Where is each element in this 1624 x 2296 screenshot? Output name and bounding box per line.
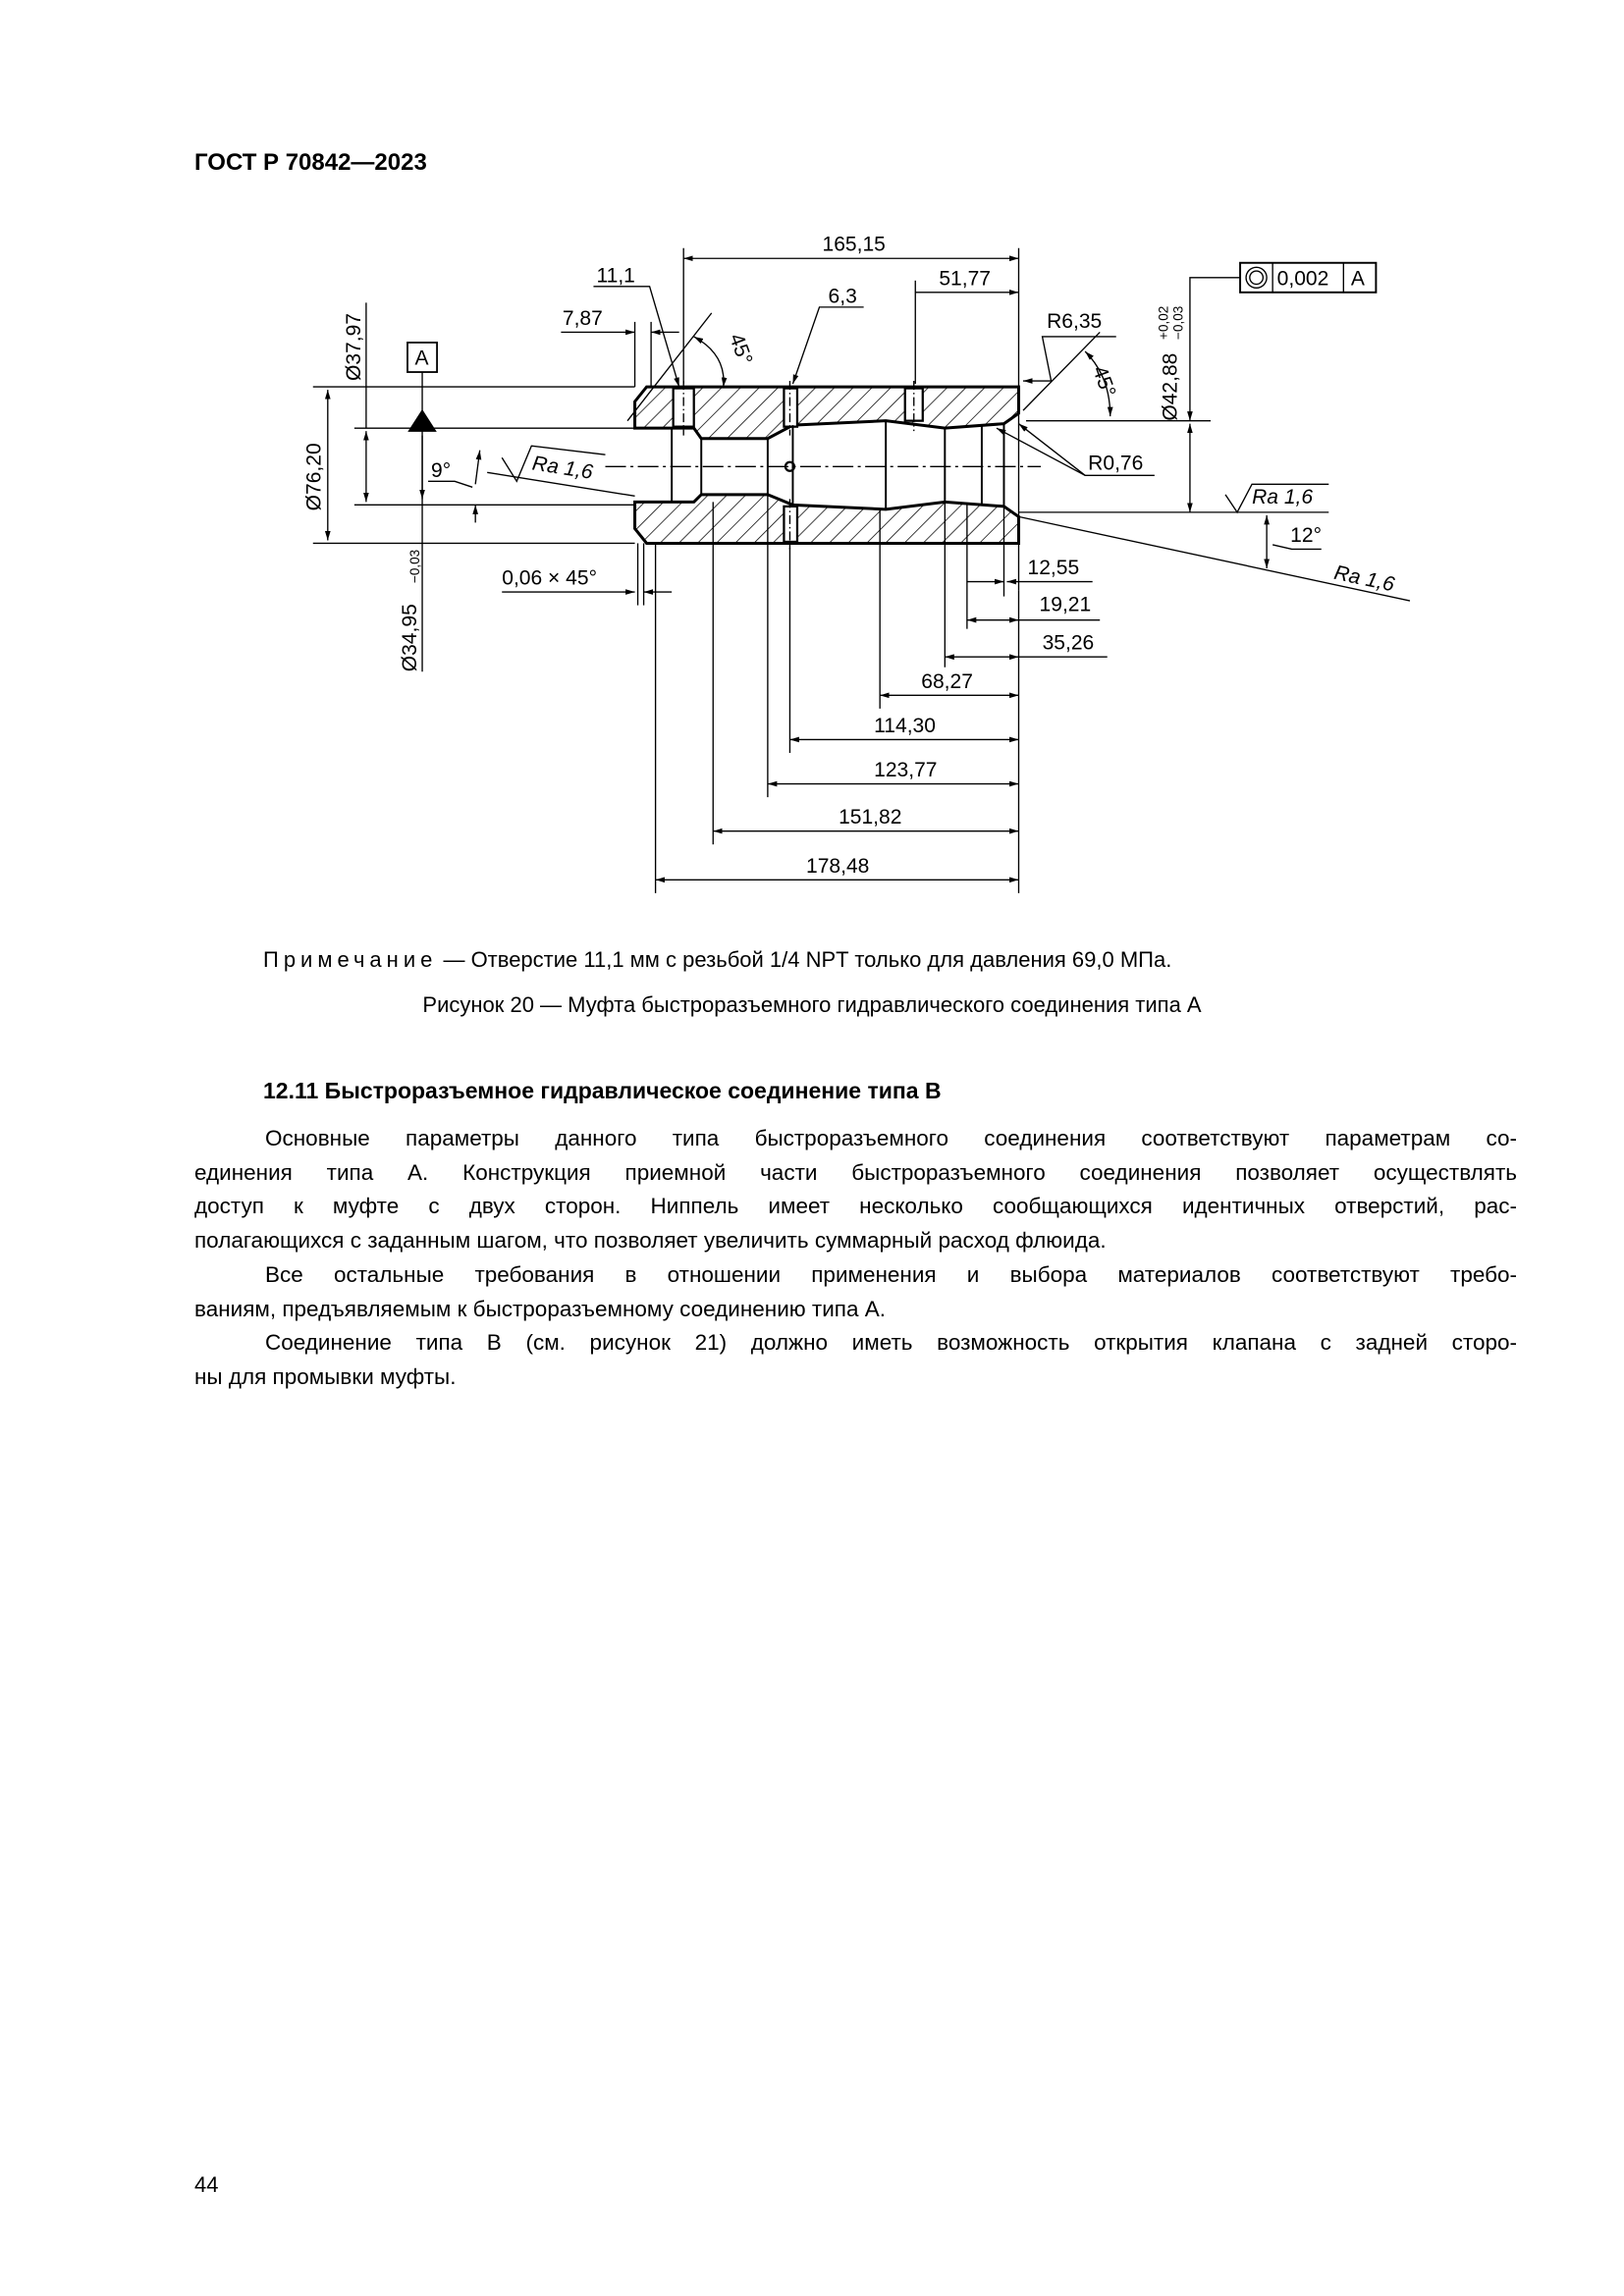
paragraph-line: ны для промывки муфты. bbox=[194, 1363, 457, 1389]
paragraph-line: полагающихся с заданным шагом, что позво… bbox=[194, 1228, 1107, 1254]
page-number: 44 bbox=[194, 2172, 219, 2197]
section-body: Основные параметры данного типа быстрора… bbox=[194, 1122, 1517, 1395]
datum-label: A bbox=[415, 347, 429, 370]
note-label: Примечание bbox=[263, 947, 438, 972]
paragraph-line: доступ к муфте с двух сторон. Ниппель им… bbox=[194, 1194, 1517, 1219]
paragraph-line: Соединение типа В (см. рисунок 21) должн… bbox=[265, 1330, 1517, 1356]
dim-42-88: Ø42,88 bbox=[1159, 353, 1181, 421]
technical-drawing: 165,15 11,1 7,87 6,3 51,77 45° R6,35 45°… bbox=[302, 234, 1411, 893]
dim-34-95-tol: −0,03 bbox=[407, 550, 422, 583]
dim-6-3: 6,3 bbox=[829, 285, 857, 307]
section-heading: 12.11 Быстроразъемное гидравлическое сое… bbox=[263, 1078, 942, 1103]
dim-34-95: Ø34,95 bbox=[399, 604, 421, 671]
roughness-right: Ra 1,6 bbox=[1252, 486, 1313, 508]
angle-45-right: 45° bbox=[1088, 363, 1119, 400]
paragraph-line: Все остальные требования в отношении при… bbox=[265, 1261, 1517, 1287]
paragraph-line: единения типа А. Конструкция приемной ча… bbox=[194, 1159, 1517, 1185]
roughness-left: Ra 1,6 bbox=[531, 452, 595, 483]
bottom-wall-section bbox=[633, 493, 1021, 545]
dim-123-77: 123,77 bbox=[874, 759, 937, 781]
radius-6-35: R6,35 bbox=[1047, 310, 1102, 333]
figure-note: Примечание — Отверстие 11,1 мм с резьбой… bbox=[263, 947, 1171, 973]
document-header: ГОСТ Р 70842—2023 bbox=[194, 149, 427, 176]
dim-178-48: 178,48 bbox=[806, 855, 869, 878]
dim-165-15: 165,15 bbox=[823, 234, 886, 256]
angle-9: 9° bbox=[431, 459, 451, 482]
paragraph-line: ваниям, предъявляемым к быстроразъемному… bbox=[194, 1296, 886, 1321]
figure-caption: Рисунок 20 — Муфта быстроразъемного гидр… bbox=[422, 992, 1202, 1017]
dim-114-30: 114,30 bbox=[874, 715, 936, 737]
tolerance-value: 0,002 bbox=[1277, 267, 1329, 290]
radius-0-76: R0,76 bbox=[1088, 452, 1143, 474]
dim-68-27: 68,27 bbox=[921, 670, 973, 693]
angle-45-left: 45° bbox=[725, 331, 756, 368]
dim-42-88-tol-lower: −0,03 bbox=[1170, 306, 1185, 340]
angle-12: 12° bbox=[1290, 524, 1322, 547]
dim-35-26: 35,26 bbox=[1043, 632, 1095, 655]
tolerance-datum: A bbox=[1351, 267, 1365, 290]
concentricity-icon bbox=[1245, 266, 1268, 289]
dim-7-87: 7,87 bbox=[563, 307, 603, 330]
dim-37-97: Ø37,97 bbox=[343, 313, 365, 381]
paragraph-line: Основные параметры данного типа быстрора… bbox=[265, 1126, 1517, 1150]
chamfer-label: 0,06 × 45° bbox=[502, 567, 597, 590]
dim-51-77: 51,77 bbox=[939, 267, 991, 290]
dim-11-1: 11,1 bbox=[596, 264, 634, 287]
dim-151-82: 151,82 bbox=[839, 806, 901, 828]
dim-42-88-tol-upper: +0,02 bbox=[1156, 306, 1170, 340]
dim-19-21: 19,21 bbox=[1040, 594, 1092, 616]
note-text: — Отверстие 11,1 мм с резьбой 1/4 NPT то… bbox=[437, 947, 1172, 972]
dim-76-20: Ø76,20 bbox=[302, 443, 325, 510]
dim-12-55: 12,55 bbox=[1028, 557, 1080, 579]
